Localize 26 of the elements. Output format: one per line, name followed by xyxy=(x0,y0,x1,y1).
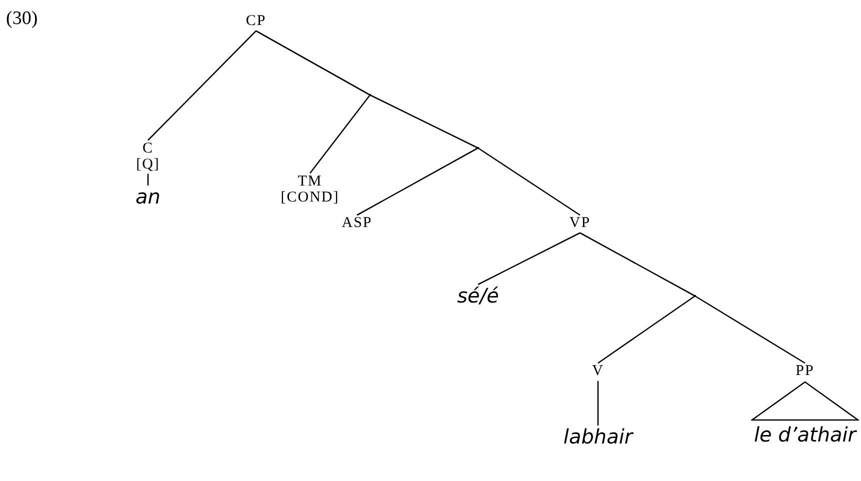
category-label: C xyxy=(142,141,154,157)
category-label: TM xyxy=(298,174,322,190)
branch-line xyxy=(478,147,580,216)
branch-line xyxy=(580,232,696,297)
branch-line xyxy=(309,94,371,174)
word-label: an xyxy=(136,186,160,208)
feature-label: [COND] xyxy=(280,190,340,206)
category-label: CP xyxy=(246,14,266,30)
category-label: PP xyxy=(796,364,814,380)
example-number: (30) xyxy=(6,8,38,30)
branch-line xyxy=(147,174,149,186)
word-label: labhair xyxy=(563,426,633,448)
category-label: V xyxy=(592,364,604,380)
branch-line xyxy=(598,295,696,364)
category-label: VP xyxy=(569,216,591,232)
branch-line xyxy=(694,295,806,364)
branch-line xyxy=(256,30,370,96)
branch-line xyxy=(370,94,478,149)
word-label: sé/é xyxy=(457,286,499,306)
word-label: le d’athair xyxy=(754,424,856,446)
category-label: ASP xyxy=(342,216,372,232)
feature-label: [Q] xyxy=(136,157,160,173)
branch-line xyxy=(148,30,256,141)
branch-line xyxy=(356,147,478,216)
branch-line xyxy=(597,380,599,426)
branch-line xyxy=(478,232,580,286)
